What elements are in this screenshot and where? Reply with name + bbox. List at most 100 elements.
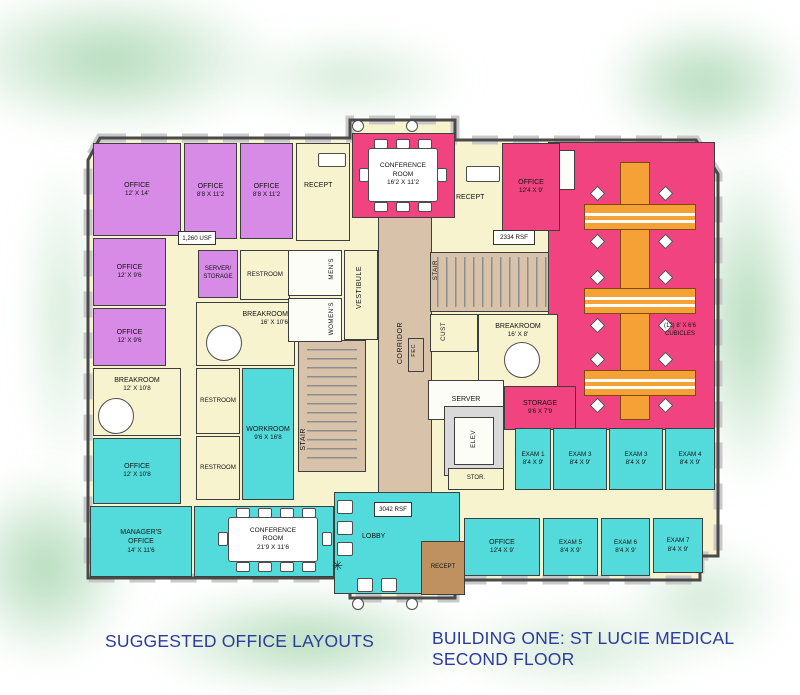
cubicle-desk-row — [584, 204, 696, 230]
room-restroom-a: RESTROOM — [196, 368, 240, 434]
stair-east-treads — [437, 257, 553, 307]
conference-chair — [437, 168, 447, 182]
room-exam4: EXAM 4 8'4 X 9' — [665, 428, 715, 490]
room-office-12x96-b: OFFICE 12' X 9'6 — [93, 308, 166, 366]
cubicles-count-label: (12) 8' X 6'6 CUBICLES — [648, 323, 712, 339]
cubicles-count-line1: (12) 8' X 6'6 — [664, 323, 696, 329]
room-office-12x14: OFFICE 12' X 14' — [93, 143, 181, 236]
room-dims: 12' X 10'8 — [123, 471, 151, 479]
room-office-ne: OFFICE 12'4 X 9' — [502, 143, 560, 231]
room-exam5: EXAM 5 8'4 X 9' — [543, 518, 598, 576]
room-dims: 8'8 X 11'2 — [196, 191, 225, 199]
room-office-8x11-b: OFFICE 8'8 X 11'2 — [240, 143, 293, 239]
room-label: OFFICE — [116, 329, 143, 337]
caption-left: SUGGESTED OFFICE LAYOUTS — [105, 631, 374, 651]
room-dims: 8'4 X 9' — [522, 459, 544, 466]
room-label: OFFICE — [253, 183, 280, 191]
elevator-label: ELEV — [470, 430, 477, 448]
breakroom-table — [206, 325, 242, 361]
room-label2: ROOM — [392, 170, 414, 178]
column-marker — [352, 120, 364, 132]
room-label2: STORAGE — [203, 274, 233, 280]
cust-label: CUST — [440, 322, 447, 341]
conference-chair — [258, 562, 272, 572]
conference-chair — [236, 562, 250, 572]
breakroom-table — [504, 342, 540, 378]
room-label: OFFICE — [124, 181, 150, 189]
room-label2: OFFICE — [128, 538, 154, 546]
room-office-s: OFFICE 12'4 X 9' — [464, 518, 540, 576]
room-label: OFFICE — [489, 539, 515, 547]
room-label: EXAM 3 — [624, 450, 648, 458]
room-dims: 8'4 X 9' — [569, 459, 591, 466]
room-label: EXAM 3 — [568, 450, 592, 458]
usf-tag: 1,260 USF — [178, 231, 216, 245]
room-stor: STOR. — [448, 468, 504, 490]
vestibule-label: VESTIBULE — [356, 266, 363, 310]
room-dims: 8'4 X 9' — [679, 459, 701, 466]
room-mens — [288, 250, 342, 296]
recept-s-desk: RECEPT — [421, 541, 465, 595]
rsf-ne-tag: 2334 RSF — [493, 230, 535, 245]
room-label: SERVER — [451, 396, 481, 404]
room-exam3a: EXAM 3 8'4 X 9' — [553, 428, 607, 490]
room-dims: 8'4 X 9' — [667, 545, 689, 553]
room-restroom-b: RESTROOM — [196, 436, 240, 500]
cubicle-desk-row — [584, 288, 696, 314]
room-label: STOR. — [466, 475, 486, 482]
conference-chair — [302, 562, 316, 572]
room-label: RESTROOM — [247, 270, 283, 278]
room-dims: 12'4 X 9' — [489, 547, 515, 555]
room-dims: 8'4 X 9' — [615, 547, 636, 554]
room-dims: 12' X 9'6 — [117, 337, 142, 345]
rsf-lobby-value: 3042 RSF — [379, 506, 407, 513]
room-office-12x96-a: OFFICE 12' X 9'6 — [93, 238, 166, 306]
room-dims: 9'6 X 7'9 — [527, 408, 553, 416]
room-dims: 12' X 14' — [124, 189, 150, 197]
room-label: EXAM 4 — [678, 450, 702, 458]
stair-east-label: STAIR — [432, 260, 439, 281]
room-restroom-n: RESTROOM — [240, 250, 290, 300]
room-label: CONFERENCE — [379, 162, 427, 170]
room-label: WORKROOM — [246, 426, 290, 434]
room-dims: 21'9 X 11'6 — [256, 543, 290, 551]
fec-niche — [408, 338, 424, 372]
column-marker — [352, 598, 364, 610]
lobby-chair — [337, 500, 353, 514]
room-managers-office: MANAGER'S OFFICE 14' X 11'6 — [90, 506, 192, 577]
room-office-8x11-a: OFFICE 8'8 X 11'2 — [184, 143, 237, 239]
conference-chair — [374, 202, 388, 212]
rsf-lobby-tag: 3042 RSF — [374, 502, 412, 517]
room-label: CONFERENCE — [249, 526, 297, 534]
breakroom-table — [98, 398, 134, 434]
room-womens — [288, 298, 342, 342]
room-dims: 12' X 10'8 — [123, 385, 151, 393]
room-vestibule — [344, 250, 378, 340]
cubicles-count-line2: CUBICLES — [664, 330, 695, 337]
room-label: MANAGER'S — [120, 529, 162, 537]
room-cust — [430, 314, 478, 352]
room-dims: 8'4 X 9' — [560, 547, 581, 554]
room-dims: 9'6 X 16'8 — [254, 434, 282, 442]
lobby-label: LOBBY — [362, 533, 386, 540]
fec-label: FEC — [411, 344, 417, 357]
room-dims: 16' X 8' — [507, 331, 529, 339]
conference-chair — [280, 562, 294, 572]
usf-value: 1,260 USF — [182, 234, 212, 242]
room-label: EXAM 6 — [613, 538, 638, 546]
room-label: OFFICE — [116, 264, 143, 272]
conference-chair — [418, 202, 432, 212]
rsf-ne-value: 2334 RSF — [500, 234, 528, 241]
recept-nw-desk — [318, 153, 346, 167]
caption-right-line1: BUILDING ONE: ST LUCIE MEDICAL — [432, 628, 735, 648]
room-label: BREAKROOM — [114, 377, 160, 384]
column-marker — [406, 120, 418, 132]
room-label: RESTROOM — [200, 396, 236, 404]
caption-right-line2: SECOND FLOOR — [432, 649, 575, 669]
room-label: OFFICE — [124, 463, 150, 471]
mens-label: MEN'S — [328, 258, 335, 280]
plant-icon: ✳ — [332, 558, 343, 573]
stair-west-label: STAIR — [300, 428, 307, 451]
room-dims: 16' X 10'6 — [260, 319, 288, 327]
room-exam7: EXAM 7 8'4 X 9' — [653, 518, 703, 573]
